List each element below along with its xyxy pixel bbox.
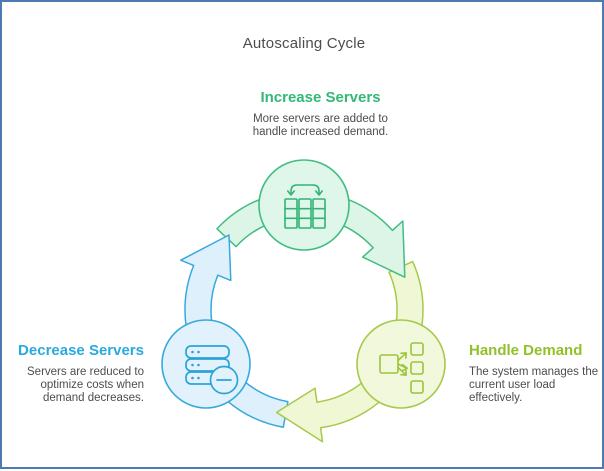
desc-line: Servers are reduced to [27,366,144,378]
node-circle-increase [258,159,350,251]
desc-line: current user load [469,379,556,392]
node-title-handle: Handle Demand [469,342,583,359]
node-circle-handle [356,319,446,409]
server-racks-scale-out-icon [284,184,326,229]
desc-line: handle increased demand. [252,126,389,139]
node-title-decrease: Decrease Servers [18,342,144,359]
desc-line: effectively. [469,392,523,405]
node-title-increase: Increase Servers [260,89,381,106]
desc-line: The system manages the [469,366,599,378]
node-circle-decrease [161,319,251,409]
desc-line: demand decreases. [42,392,144,405]
node-desc-decrease: Servers are reduced to optimize costs wh… [12,366,144,406]
diagram-title: Autoscaling Cycle [242,35,366,52]
server-remove-icon [185,345,239,395]
desc-line: optimize costs when [40,379,144,392]
node-desc-handle: The system manages the current user load… [469,366,604,406]
node-label-decrease: Decrease Servers Servers are reduced to … [12,342,144,406]
node-label-handle: Handle Demand The system manages the cur… [469,342,604,406]
node-label-increase: Increase Servers More servers are added … [198,89,443,139]
node-desc-increase: More servers are added to handle increas… [198,113,443,139]
desc-line: More servers are added to [253,113,388,125]
load-balancer-icon [379,342,424,394]
